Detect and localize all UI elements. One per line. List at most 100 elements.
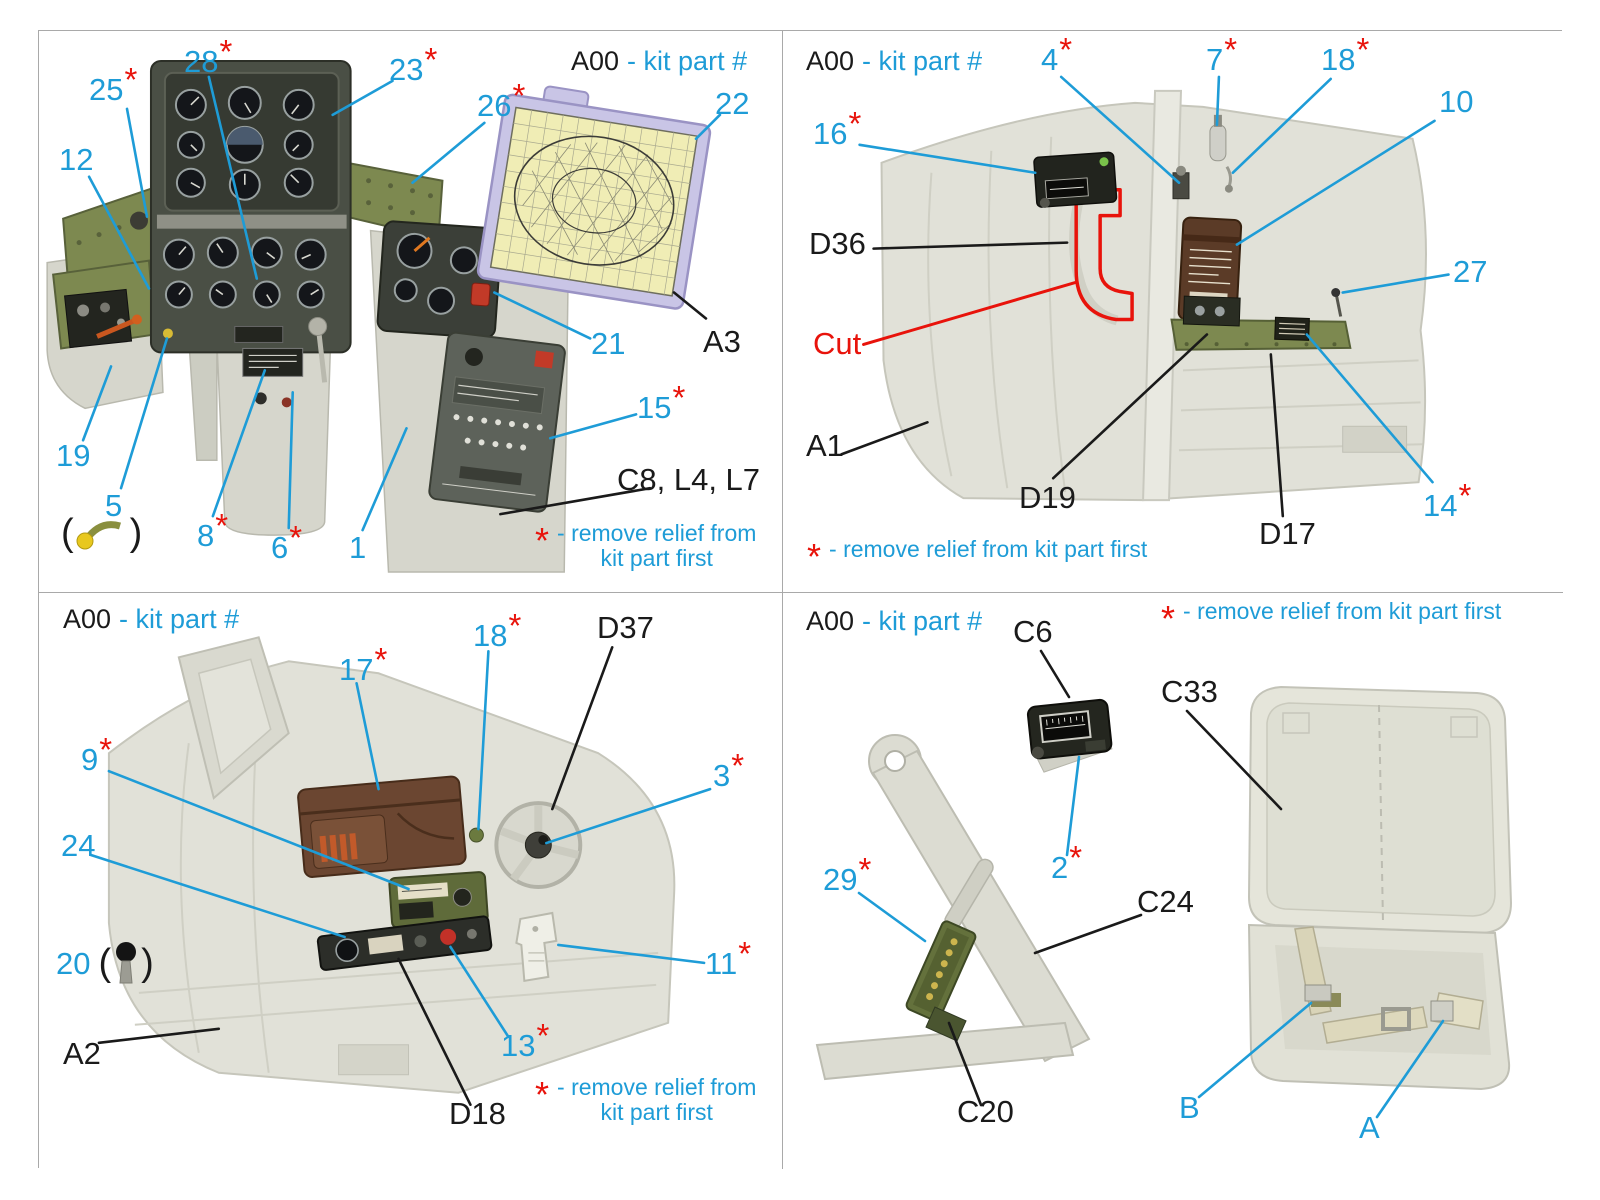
leader-lines-black xyxy=(499,291,708,516)
callout-number: 27 xyxy=(1453,254,1488,289)
note-line1: - remove relief from xyxy=(557,520,757,546)
callout-star: * xyxy=(1059,31,1073,68)
bottom-left-illustration xyxy=(89,636,712,1106)
foot-bar xyxy=(815,1021,1075,1081)
callout-16: 16* xyxy=(813,106,861,151)
callout-number: 4 xyxy=(1041,42,1059,77)
callout-11: 11* xyxy=(705,936,751,981)
part-label-c20: C20 xyxy=(957,1094,1014,1129)
callout-number: 20 xyxy=(56,946,91,982)
lever-icon xyxy=(76,520,121,550)
remove-relief-note: * - remove relief from kit part first xyxy=(1161,599,1501,637)
callout-number: 8 xyxy=(197,518,215,553)
callout-number: 21 xyxy=(591,326,626,361)
callout-3: 3* xyxy=(713,748,744,793)
callout-15: 15* xyxy=(637,380,685,425)
callout-number: 5 xyxy=(105,488,123,523)
quadrant-top-left: A00- kit part # 25* 28* 23* 26* 12 22 21… xyxy=(39,31,783,593)
part-label-a1: A1 xyxy=(806,428,844,463)
callout-number: 26 xyxy=(477,88,512,123)
quadrant-bottom-left: A00- kit part # 17* 18* D37 9* 24 20 ( )… xyxy=(39,593,783,1169)
callout-number: 9 xyxy=(81,742,99,777)
callout-star: * xyxy=(215,507,229,544)
paren-open: ( xyxy=(61,512,74,554)
gunsight-chart-part xyxy=(476,85,712,310)
asterisk-icon: * xyxy=(535,1074,550,1115)
callout-star: * xyxy=(508,607,522,644)
callout-number: 17 xyxy=(339,652,374,687)
callout-number: 24 xyxy=(61,828,96,863)
callout-number: 1 xyxy=(349,530,367,565)
callout-18: 18* xyxy=(1321,32,1369,77)
callout-star: * xyxy=(374,641,388,678)
callout-star: * xyxy=(858,851,872,888)
top-left-illustration xyxy=(46,59,722,573)
callout-star: * xyxy=(219,33,233,70)
fuselage-sidewall xyxy=(107,660,676,1094)
part-label-d19: D19 xyxy=(1019,480,1076,515)
top-right-illustration xyxy=(840,75,1450,518)
callout-star: * xyxy=(1458,477,1472,514)
callout-star: * xyxy=(1356,31,1370,68)
note-line1: - remove relief from xyxy=(557,1074,757,1100)
leader-lines-black xyxy=(840,241,1285,518)
callout-21: 21 xyxy=(591,327,625,360)
instruction-sheet: A00- kit part # 25* 28* 23* 26* 12 22 21… xyxy=(38,30,1563,1169)
part-label-d37: D37 xyxy=(597,610,654,645)
callout-number: 11 xyxy=(705,946,738,981)
kit-part-suffix: - kit part # xyxy=(119,604,240,634)
callout-star: * xyxy=(848,105,862,142)
part-label-d17: D17 xyxy=(1259,516,1316,551)
callout-23: 23* xyxy=(389,42,437,87)
note-line2: kit part first xyxy=(600,544,713,571)
paren-close: ) xyxy=(129,512,143,554)
callout-number: 23 xyxy=(389,52,424,87)
instrument-c6 xyxy=(1026,698,1113,773)
part-label-d36: D36 xyxy=(809,226,866,261)
callout-7: 7* xyxy=(1206,32,1237,77)
knob-icon xyxy=(116,942,137,984)
part-label-c24: C24 xyxy=(1137,884,1194,919)
seat-c33 xyxy=(1247,685,1513,1091)
callout-9: 9* xyxy=(81,732,112,777)
callout-20: 20 ( ) xyxy=(56,941,154,987)
callout-number: 6 xyxy=(271,530,289,565)
pcb-29 xyxy=(905,920,977,1022)
callout-18: 18* xyxy=(473,608,521,653)
kit-part-suffix: - kit part # xyxy=(862,46,983,76)
callout-number: 7 xyxy=(1206,42,1224,77)
callout-29: 29* xyxy=(823,852,871,897)
callout-27: 27 xyxy=(1453,255,1487,288)
kit-part-suffix: - kit part # xyxy=(862,606,983,636)
remove-relief-note: * - remove relief from kit part first xyxy=(807,536,1148,575)
callout-17: 17* xyxy=(339,642,387,687)
callout-star: * xyxy=(124,61,138,98)
cut-outline xyxy=(1074,187,1134,322)
callout-24: 24 xyxy=(61,829,95,862)
kit-part-suffix: - kit part # xyxy=(627,46,748,76)
callout-28: 28* xyxy=(184,34,232,79)
paren-close: ) xyxy=(141,942,154,985)
instrument-16 xyxy=(1033,151,1118,208)
kit-part-code: A00 xyxy=(806,606,855,636)
kit-part-label: A00- kit part # xyxy=(806,606,983,636)
callout-star: * xyxy=(512,77,526,114)
note-line2: kit part first xyxy=(600,1098,713,1125)
control-pedestal xyxy=(242,316,328,408)
equipment-shelf-d17 xyxy=(1170,295,1352,351)
chain-18 xyxy=(1224,165,1233,193)
asterisk-icon: * xyxy=(1161,598,1176,639)
asterisk-icon: * xyxy=(535,520,550,561)
asterisk-icon: * xyxy=(807,536,822,577)
callout-22: 22 xyxy=(715,87,749,120)
note-text: - remove relief from kit part first xyxy=(829,536,1148,562)
callout-star: * xyxy=(1224,31,1238,68)
callout-star: * xyxy=(1069,839,1083,876)
data-placard-9 xyxy=(388,871,489,929)
control-strip-24 xyxy=(316,915,493,971)
callout-number: 12 xyxy=(59,142,94,177)
callout-number: 22 xyxy=(715,86,750,121)
cockpit-frame-strip xyxy=(1142,89,1183,502)
